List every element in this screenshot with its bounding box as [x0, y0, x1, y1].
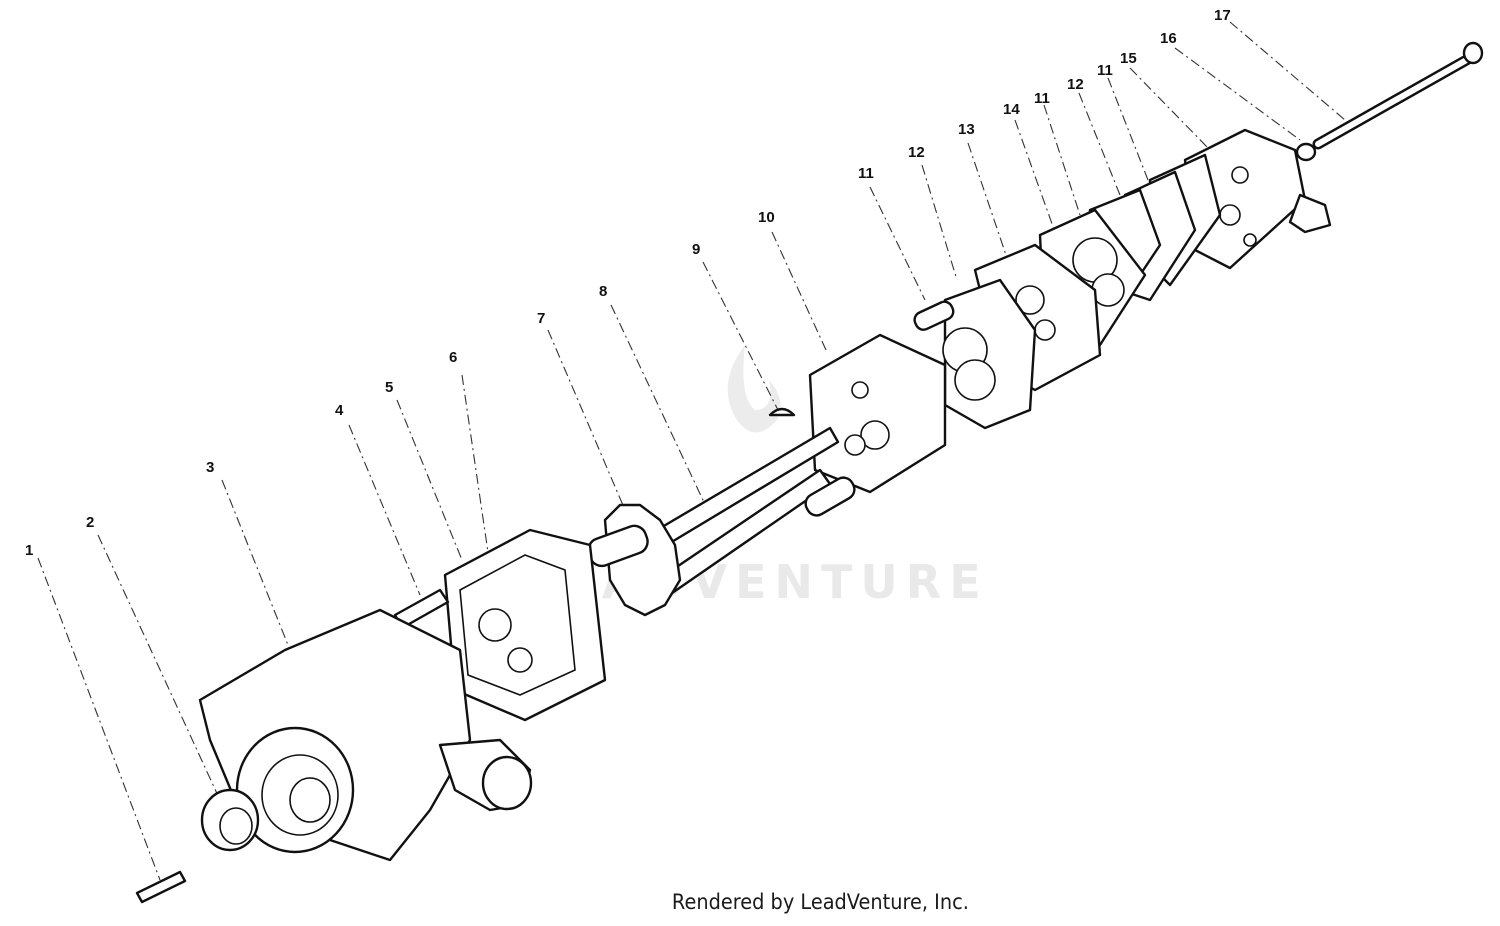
footer: Rendered by LeadVenture, Inc.: [0, 884, 1500, 920]
part-12-gear-plate-b: [942, 278, 1037, 430]
part-10-front-plate: [808, 333, 947, 494]
callout-4: 4: [335, 402, 344, 419]
callout-9: 9: [692, 241, 700, 258]
part-7-gear: [587, 503, 682, 617]
part-11-dowel-pins: [913, 300, 955, 331]
callout-15: 15: [1120, 50, 1137, 67]
part-2-seal: [200, 788, 260, 852]
callout-7: 7: [537, 310, 545, 327]
part-8-shafts: [638, 426, 856, 602]
callout-10: 10: [758, 209, 775, 226]
callout-11c: 11: [1097, 62, 1113, 79]
callout-3: 3: [206, 459, 214, 476]
callout-17: 17: [1214, 7, 1231, 24]
callout-6: 6: [449, 349, 457, 366]
part-9-key: [768, 407, 796, 417]
part-1-pin: [135, 870, 187, 904]
part-5-6-housing-plate: [443, 528, 607, 722]
part-3-pump-body: [198, 608, 533, 862]
callout-11: 11: [858, 165, 874, 182]
callout-12b: 12: [1067, 76, 1084, 93]
callout-1: 1: [25, 542, 33, 559]
callout-5: 5: [385, 379, 393, 396]
footer-credit: Rendered by LeadVenture, Inc.: [671, 890, 969, 914]
callout-13: 13: [958, 121, 975, 138]
callout-11b: 11: [1034, 90, 1050, 107]
callout-16: 16: [1160, 30, 1177, 47]
callout-8: 8: [599, 283, 607, 300]
part-17-bolt: [1312, 41, 1484, 150]
part-16-washer: [1295, 142, 1317, 162]
callout-12: 12: [908, 144, 925, 161]
callout-14: 14: [1003, 101, 1020, 118]
part-15-end-cover: [1183, 128, 1332, 270]
callout-2: 2: [86, 514, 94, 531]
callout-numbers: 1 2 3 4 5 6 7 8 9 10 11 12 13 14 11 12 1…: [25, 7, 1231, 559]
leader-lines: [37, 21, 1346, 881]
